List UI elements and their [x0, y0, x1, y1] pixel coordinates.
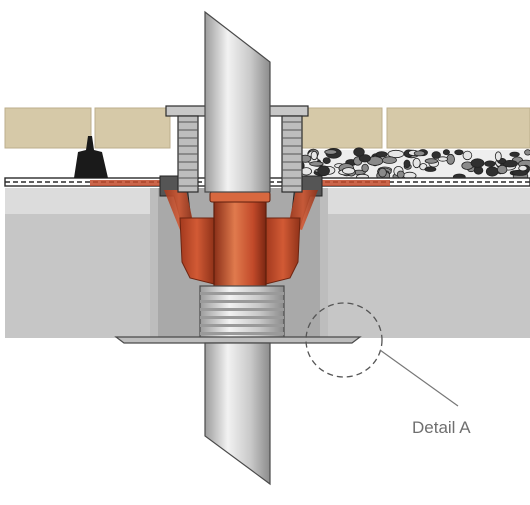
fitting-band — [200, 300, 284, 303]
pebble — [403, 159, 411, 169]
pebble — [518, 165, 528, 172]
pebble — [309, 161, 324, 167]
pebble — [442, 149, 450, 156]
pebble — [497, 164, 508, 175]
pebble — [396, 170, 405, 179]
pebble — [310, 150, 318, 161]
compression-fitting — [199, 285, 285, 343]
fitting-band — [200, 308, 284, 311]
pebble — [509, 151, 520, 157]
pebble — [378, 167, 387, 178]
pebble — [454, 149, 464, 156]
pebble — [317, 165, 330, 177]
support-plate — [114, 336, 362, 344]
pebble — [431, 151, 441, 159]
pebble — [375, 151, 388, 158]
pebble — [387, 149, 405, 159]
pebble — [353, 147, 365, 157]
pebble — [412, 157, 421, 169]
detail-a-marker — [305, 302, 459, 407]
pebble — [324, 149, 338, 155]
pebble — [358, 154, 371, 163]
paver-pedestal — [74, 136, 108, 178]
pebble — [494, 151, 502, 162]
pebble — [437, 156, 449, 162]
main-pipe — [204, 10, 271, 193]
pebble — [470, 158, 485, 168]
pebble — [381, 156, 397, 164]
fitting-band — [200, 324, 284, 327]
pebble — [413, 150, 426, 157]
rubber-seal-collar — [179, 217, 301, 285]
pebble — [361, 163, 369, 173]
fitting-band — [200, 292, 284, 295]
fitting-band — [200, 316, 284, 319]
pebble — [424, 158, 438, 164]
pebble — [424, 166, 437, 172]
gravel-bed — [287, 147, 530, 181]
copper-coupling — [209, 191, 271, 291]
detail-a-label: Detail A — [412, 418, 471, 437]
fitting-band — [200, 332, 284, 335]
pebble — [485, 166, 499, 177]
pebble — [484, 160, 496, 167]
pebble — [341, 167, 356, 175]
pebble — [322, 157, 331, 165]
pebble — [462, 150, 473, 161]
pebble — [524, 149, 530, 156]
paver-tiles — [4, 107, 530, 149]
outlet-pipe — [204, 342, 271, 486]
